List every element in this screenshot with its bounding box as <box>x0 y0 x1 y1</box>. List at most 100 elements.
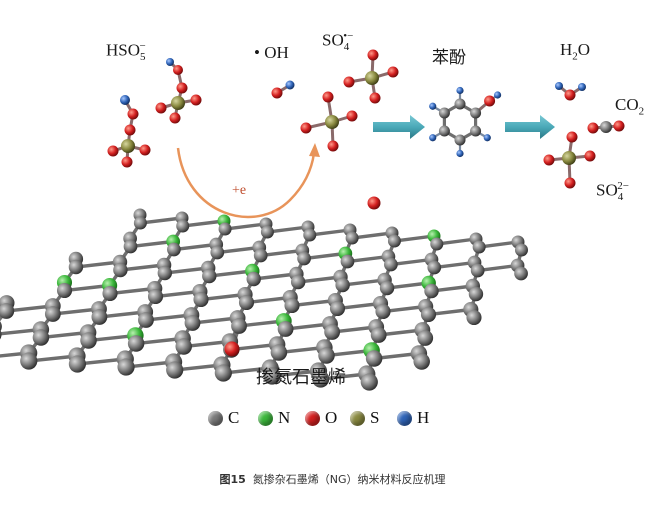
legend-carbon-text: C <box>228 408 240 427</box>
chemical-bond <box>223 222 268 231</box>
carbon-atom <box>157 265 173 281</box>
sulfur-atom-icon <box>350 410 365 426</box>
oxygen-atom <box>176 82 188 94</box>
carbon-atom <box>417 330 434 346</box>
carbon-atom <box>360 373 378 391</box>
sulfur-atom <box>562 151 576 165</box>
oxygen-atom <box>343 76 355 88</box>
oxygen-atom <box>484 95 496 107</box>
legend-carbon: C <box>208 406 239 430</box>
carbon-atom <box>68 259 84 275</box>
atoms-layer <box>0 49 625 391</box>
carbon-atom <box>193 291 209 308</box>
oxygen-atom <box>584 150 596 162</box>
oxygen-atom <box>300 122 312 134</box>
carbon-atom <box>318 347 335 364</box>
oxygen-atom <box>127 108 139 120</box>
oxygen-atom <box>169 112 181 124</box>
oxygen-atom <box>564 177 576 189</box>
carbon-atom <box>470 125 482 137</box>
carbon-atom <box>427 260 442 275</box>
chemical-bond <box>215 245 261 255</box>
carbon-atom <box>413 353 430 370</box>
carbon-atom <box>284 297 300 314</box>
hydrogen-atom <box>578 83 586 91</box>
oxygen-atom <box>224 341 240 357</box>
graphene-label: 掺氮石墨烯 <box>256 367 346 388</box>
carbon-atom <box>379 280 395 296</box>
chemical-bond <box>138 216 184 225</box>
chemical-bond <box>118 263 166 272</box>
carbon-atom <box>454 98 466 110</box>
carbon-atom <box>514 266 528 281</box>
carbon-atom <box>117 358 135 376</box>
carbon-atom <box>468 286 484 302</box>
carbon-atom <box>44 306 61 322</box>
carbon-atom <box>253 248 268 263</box>
oxygen-atom <box>190 94 202 106</box>
co2-label: CO2 <box>615 95 645 118</box>
legend-hydrogen: H <box>397 406 429 430</box>
carbon-atom <box>270 344 288 361</box>
sulfate-radical-label: SO4•− <box>322 30 354 54</box>
chemical-bond <box>163 266 210 275</box>
carbon-atom <box>176 219 190 233</box>
carbon-atom <box>80 332 97 349</box>
hydrogen-atom <box>429 102 437 110</box>
carbon-atom <box>166 361 184 379</box>
sulfur-atom <box>325 115 339 129</box>
carbon-atom <box>430 237 444 251</box>
chemical-bond <box>62 283 112 293</box>
carbon-atom <box>454 134 466 146</box>
carbon-atom <box>312 370 330 388</box>
oxygen-atom <box>367 196 381 210</box>
chemical-bond <box>207 269 255 278</box>
carbon-atom <box>600 121 612 133</box>
chemical-bond <box>258 248 305 258</box>
carbon-atom <box>214 364 232 382</box>
carbon-atom <box>123 239 138 254</box>
carbon-atom <box>345 231 359 245</box>
oxygen-atom <box>613 120 625 132</box>
hydrogen-atom <box>493 91 502 99</box>
carbon-atom <box>303 228 317 242</box>
oxygen-atom <box>367 49 379 61</box>
carbon-atom <box>438 125 450 137</box>
oxygen-atom-icon <box>305 410 320 426</box>
carbon-atom <box>202 268 217 284</box>
sulfur-atom <box>171 96 185 110</box>
carbon-atom <box>0 321 2 332</box>
reaction-arrow-2 <box>505 115 555 139</box>
carbon-atom <box>470 263 485 278</box>
carbon-atom-icon <box>208 410 223 426</box>
phenol-label: 苯酚 <box>432 48 466 68</box>
oxygen-atom <box>271 87 283 99</box>
carbon-atom <box>0 329 2 340</box>
carbon-atom <box>102 285 118 302</box>
chemical-bond <box>74 260 122 269</box>
oxygen-atom <box>322 91 334 103</box>
hydrogen-atom <box>120 95 130 105</box>
nitrogen-atom-icon <box>258 410 273 426</box>
oxygen-atom <box>587 122 599 134</box>
legend-nitrogen-text: N <box>278 408 291 427</box>
hydrogen-atom <box>555 82 563 90</box>
hydrogen-atom <box>429 134 437 142</box>
oxygen-atom <box>346 110 358 122</box>
oxygen-atom <box>566 131 578 143</box>
figure-number: 图15 <box>219 473 246 486</box>
reaction-arrow-1 <box>373 115 425 139</box>
hydrogen-atom <box>285 80 295 90</box>
hydrogen-atom <box>456 149 464 158</box>
carbon-atom <box>246 271 261 287</box>
carbon-atom <box>340 254 355 269</box>
carbon-atom <box>329 300 346 317</box>
carbon-atom <box>231 318 247 334</box>
chemical-bond <box>172 242 218 252</box>
carbon-atom <box>32 329 50 346</box>
legend-sulfur-text: S <box>370 408 380 427</box>
chemical-bond <box>345 254 391 264</box>
electron-label: +e <box>232 183 247 198</box>
chemical-bond <box>435 237 478 246</box>
